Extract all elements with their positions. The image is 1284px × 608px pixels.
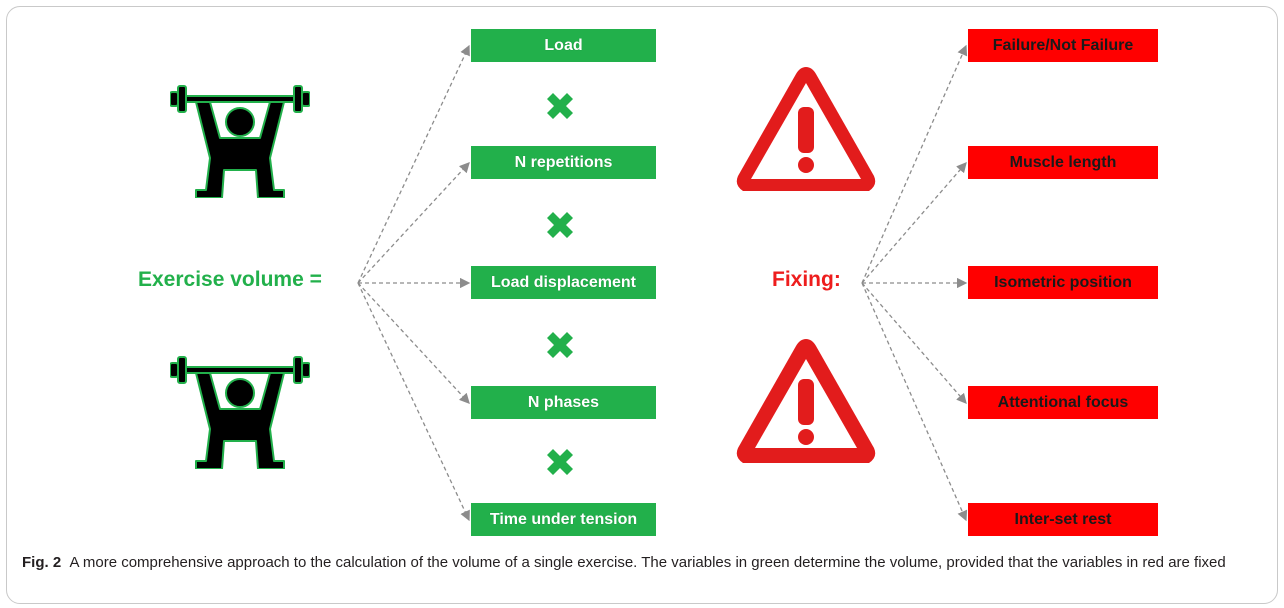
multiply-icon: [547, 449, 573, 475]
green-var-load-displacement: Load displacement: [471, 266, 656, 299]
red-var-inter-set-rest: Inter-set rest: [968, 503, 1158, 536]
warning-triangle-icon: [736, 339, 876, 463]
connector-n-phases: [357, 282, 470, 404]
connector-muscle-length: [861, 162, 967, 284]
figure-caption: Fig. 2 A more comprehensive approach to …: [22, 552, 1262, 574]
weightlifter-icon: [170, 85, 310, 198]
green-var-n-repetitions: N repetitions: [471, 146, 656, 179]
caption-text: A more comprehensive approach to the cal…: [69, 554, 1226, 571]
red-var-attentional-focus: Attentional focus: [968, 386, 1158, 419]
connector-failure: [861, 44, 968, 284]
figure-frame: [6, 6, 1278, 604]
green-var-n-phases: N phases: [471, 386, 656, 419]
connector-load: [357, 44, 470, 284]
red-var-muscle-length: Muscle length: [968, 146, 1158, 179]
multiply-icon: [547, 332, 573, 358]
caption-label: Fig. 2: [22, 554, 62, 571]
connector-n-repetitions: [357, 162, 470, 284]
exercise-volume-label: Exercise volume =: [138, 268, 322, 291]
green-var-time-under-tension: Time under tension: [471, 503, 656, 536]
weightlifter-icon: [170, 356, 310, 469]
red-var-isometric-position: Isometric position: [968, 266, 1158, 299]
connector-inter-set-rest: [861, 282, 968, 522]
fixing-label: Fixing:: [772, 268, 841, 291]
green-var-load: Load: [471, 29, 656, 62]
multiply-icon: [547, 93, 573, 119]
red-var-failure: Failure/Not Failure: [968, 29, 1158, 62]
warning-triangle-icon: [736, 67, 876, 191]
connector-attentional-focus: [861, 282, 967, 404]
multiply-icon: [547, 212, 573, 238]
connector-time-under-tension: [357, 282, 470, 522]
